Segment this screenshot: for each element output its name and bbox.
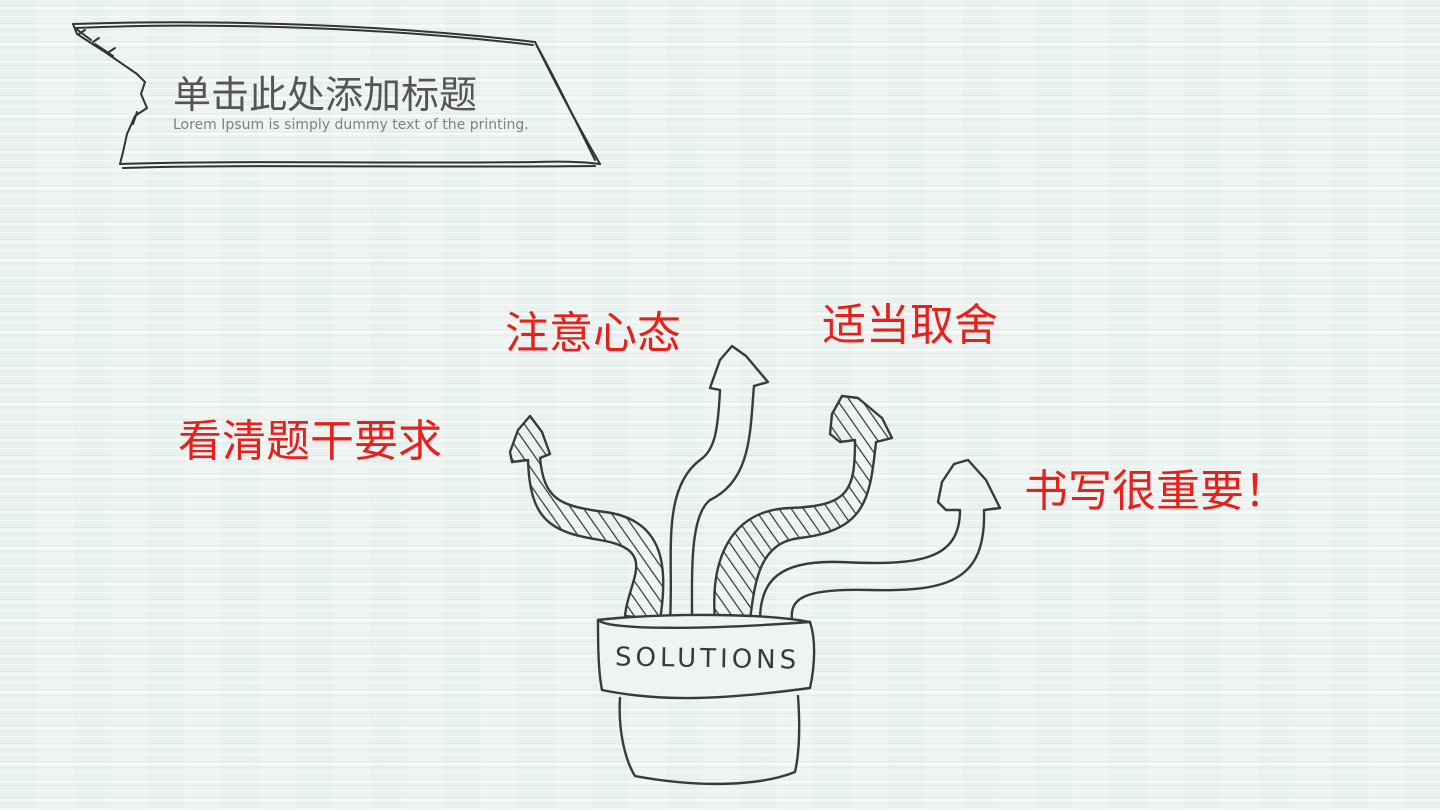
- arrow-icon: [758, 458, 1002, 622]
- option-label: 适当取舍: [822, 300, 998, 351]
- title-banner: 单击此处添加标题 Lorem Ipsum is simply dummy tex…: [65, 12, 610, 182]
- page-title: 单击此处添加标题: [173, 73, 478, 117]
- arrow-icon: [508, 414, 665, 622]
- option-label: 看清题干要求: [178, 416, 442, 467]
- option-label: 注意心态: [505, 308, 681, 359]
- arrow-icon: [713, 394, 894, 622]
- arrow-icon: [668, 344, 770, 622]
- solutions-pot-icon: [508, 344, 1002, 786]
- solutions-diagram: SOLUTIONS: [470, 330, 1020, 800]
- option-label: 书写很重要！: [1024, 466, 1288, 517]
- hand-drawn-banner-icon: [72, 21, 601, 169]
- page-subtitle: Lorem Ipsum is simply dummy text of the …: [173, 117, 529, 133]
- solutions-label: SOLUTIONS: [614, 642, 801, 676]
